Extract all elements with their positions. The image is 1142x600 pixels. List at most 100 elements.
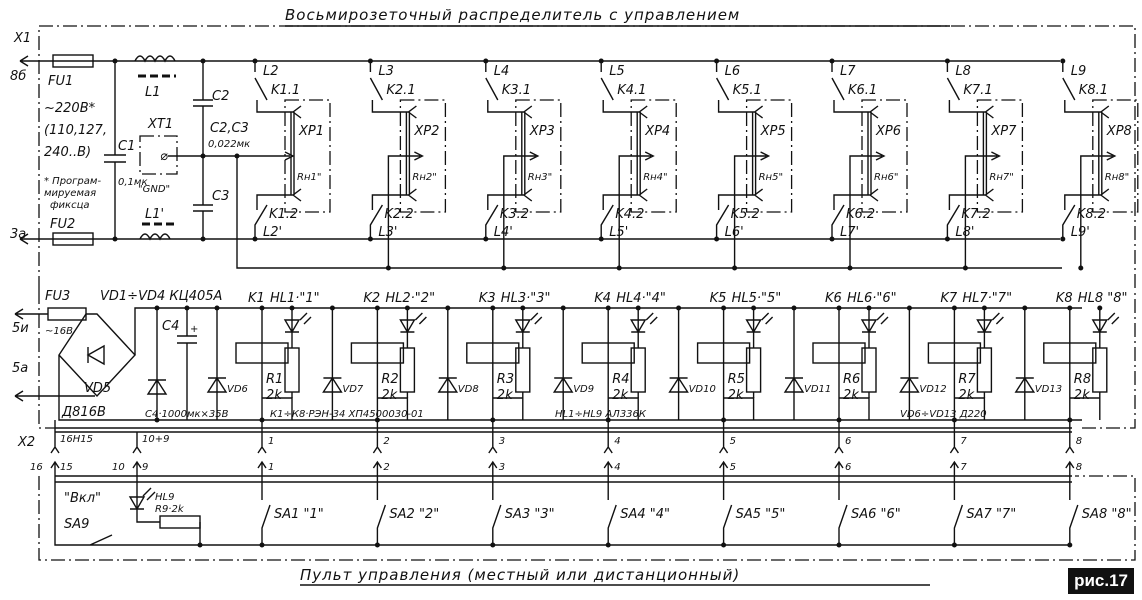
resistor [399, 347, 416, 393]
label: 4 [614, 462, 620, 473]
ac16-label: ~16В [45, 326, 73, 337]
diode-bridge [58, 313, 1082, 421]
label: 5 [730, 436, 736, 447]
resistor [976, 347, 993, 393]
label: K6 [825, 291, 842, 306]
label: HL7·"7" [962, 291, 1012, 306]
label: L9 [1071, 64, 1087, 79]
pin-10-label: 10 [112, 462, 125, 473]
pin-5v-label: 5и [12, 321, 29, 336]
label: SA1 "1" [274, 507, 324, 522]
label: R8 [1074, 372, 1091, 387]
label: L8 [955, 64, 971, 79]
label: L7' [840, 225, 859, 240]
resistor [745, 347, 762, 393]
led [839, 308, 889, 420]
resistor [1092, 347, 1108, 393]
switch [834, 460, 848, 545]
label: K7.1 [963, 83, 992, 98]
label: K1.1 [271, 83, 300, 98]
label: K6.2 [846, 207, 875, 222]
label: 3 [499, 462, 505, 473]
fuse-fu1 [52, 54, 94, 68]
label: VD6 [227, 384, 248, 395]
label: HL4·"4" [616, 291, 666, 306]
label: SA6 "6" [851, 507, 901, 522]
relay-coil [350, 342, 405, 364]
inductor-l1-prime [139, 233, 171, 241]
label: HL2·"2" [385, 291, 435, 306]
label: Rн7" [989, 172, 1013, 183]
resistor [630, 347, 646, 393]
l1p-label: L1' [145, 207, 164, 222]
outlet-xp [284, 99, 331, 213]
label: XP1 [298, 124, 324, 139]
x2-label: X2 [17, 435, 35, 450]
label: K2.1 [386, 83, 415, 98]
label: 6 [845, 436, 851, 447]
voltage-alt-label: (110,127, [44, 123, 107, 138]
label: 2k [381, 388, 397, 403]
label: SA7 "7" [966, 507, 1016, 522]
label: 7 [960, 462, 967, 473]
label: K7 [940, 291, 958, 306]
relay-coil [581, 342, 635, 364]
label: 1 [268, 462, 274, 473]
led [492, 308, 543, 420]
relay-contacts [369, 61, 417, 239]
label: K4 [594, 291, 611, 306]
relay-contacts [715, 61, 764, 239]
voltage-label: ~220В* [44, 101, 96, 116]
label: 2 [383, 436, 389, 447]
diode [1014, 308, 1036, 420]
label: K3 [479, 291, 496, 306]
note-label-2: мируемая [44, 188, 96, 199]
label: XP4 [644, 124, 670, 139]
label: K1.2 [269, 207, 298, 222]
r9-label: R9·2k [155, 504, 185, 515]
relay-coil [235, 342, 289, 364]
led-type-label: HL1÷HL9 АЛ336К [555, 409, 647, 420]
relay-coil [812, 342, 866, 364]
label: K8 [1056, 291, 1073, 306]
label: 2k [958, 388, 974, 403]
led [723, 308, 774, 420]
voltage-alt-label-2: 240..В) [44, 145, 91, 160]
diode [437, 308, 459, 420]
note-label: * Програм- [44, 176, 101, 187]
label: 5 [730, 462, 736, 473]
label: L3 [378, 64, 394, 79]
relay-contacts [1062, 61, 1110, 239]
label: SA3 "3" [505, 507, 555, 522]
fuse-fu2 [52, 232, 94, 246]
diode [783, 308, 805, 420]
label: L3' [378, 225, 397, 240]
label: Rн8" [1105, 172, 1129, 183]
pin-15-label: 15 [60, 462, 73, 473]
label: K5.1 [733, 83, 762, 98]
label: XP7 [990, 124, 1017, 139]
label: L5 [609, 64, 625, 79]
vd5-label: VD5 [84, 381, 111, 396]
label: K3.1 [502, 83, 531, 98]
relay-coil [1043, 342, 1097, 364]
relay-contacts [831, 61, 879, 239]
panel-title: Пульт управления (местный или дистанцион… [300, 566, 740, 584]
diode [322, 308, 343, 420]
label: R3 [497, 372, 514, 387]
diode [899, 308, 920, 420]
led [954, 308, 1004, 420]
label: VD13 [1035, 384, 1062, 395]
relay-contacts [600, 61, 648, 239]
label: R1 [266, 372, 283, 387]
distributor-enclosure [38, 25, 1136, 290]
relay-contacts [485, 61, 533, 239]
